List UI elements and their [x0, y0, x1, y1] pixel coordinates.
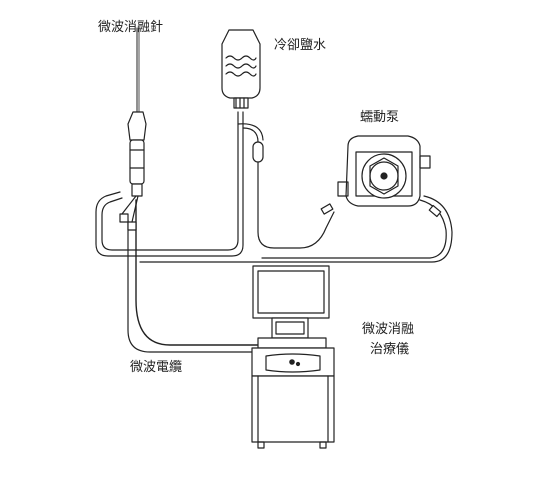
- microwave-cable: [135, 199, 259, 346]
- pump-inlet-line: [242, 127, 335, 249]
- pump-inlet-line-inner: [237, 123, 264, 141]
- monitor-shape: [252, 265, 330, 339]
- tube-connectors: [320, 203, 442, 218]
- needle-label: 微波消融針: [98, 20, 164, 35]
- saline-label: 冷卻鹽水: [274, 38, 327, 53]
- cable-label: 微波電纜: [130, 360, 183, 375]
- saline-line: [101, 111, 239, 251]
- device-cabinet-shape: [251, 337, 335, 449]
- saline-line-outer: [95, 111, 244, 257]
- microwave-cable-2: [127, 219, 259, 353]
- pump-outlet-line: [261, 199, 447, 259]
- saline-bag-shape: [221, 29, 261, 109]
- pump-label: 蠕動泵: [360, 110, 400, 125]
- needle-shape: [119, 27, 147, 231]
- peristaltic-pump-shape: [337, 135, 431, 207]
- device-label-line1: 微波消融: [362, 322, 415, 337]
- pump-outlet-line-2: [139, 195, 453, 263]
- tubing-network: [95, 111, 453, 353]
- device-label-line2: 治療儀: [370, 342, 410, 357]
- drip-chamber-shape: [252, 141, 264, 163]
